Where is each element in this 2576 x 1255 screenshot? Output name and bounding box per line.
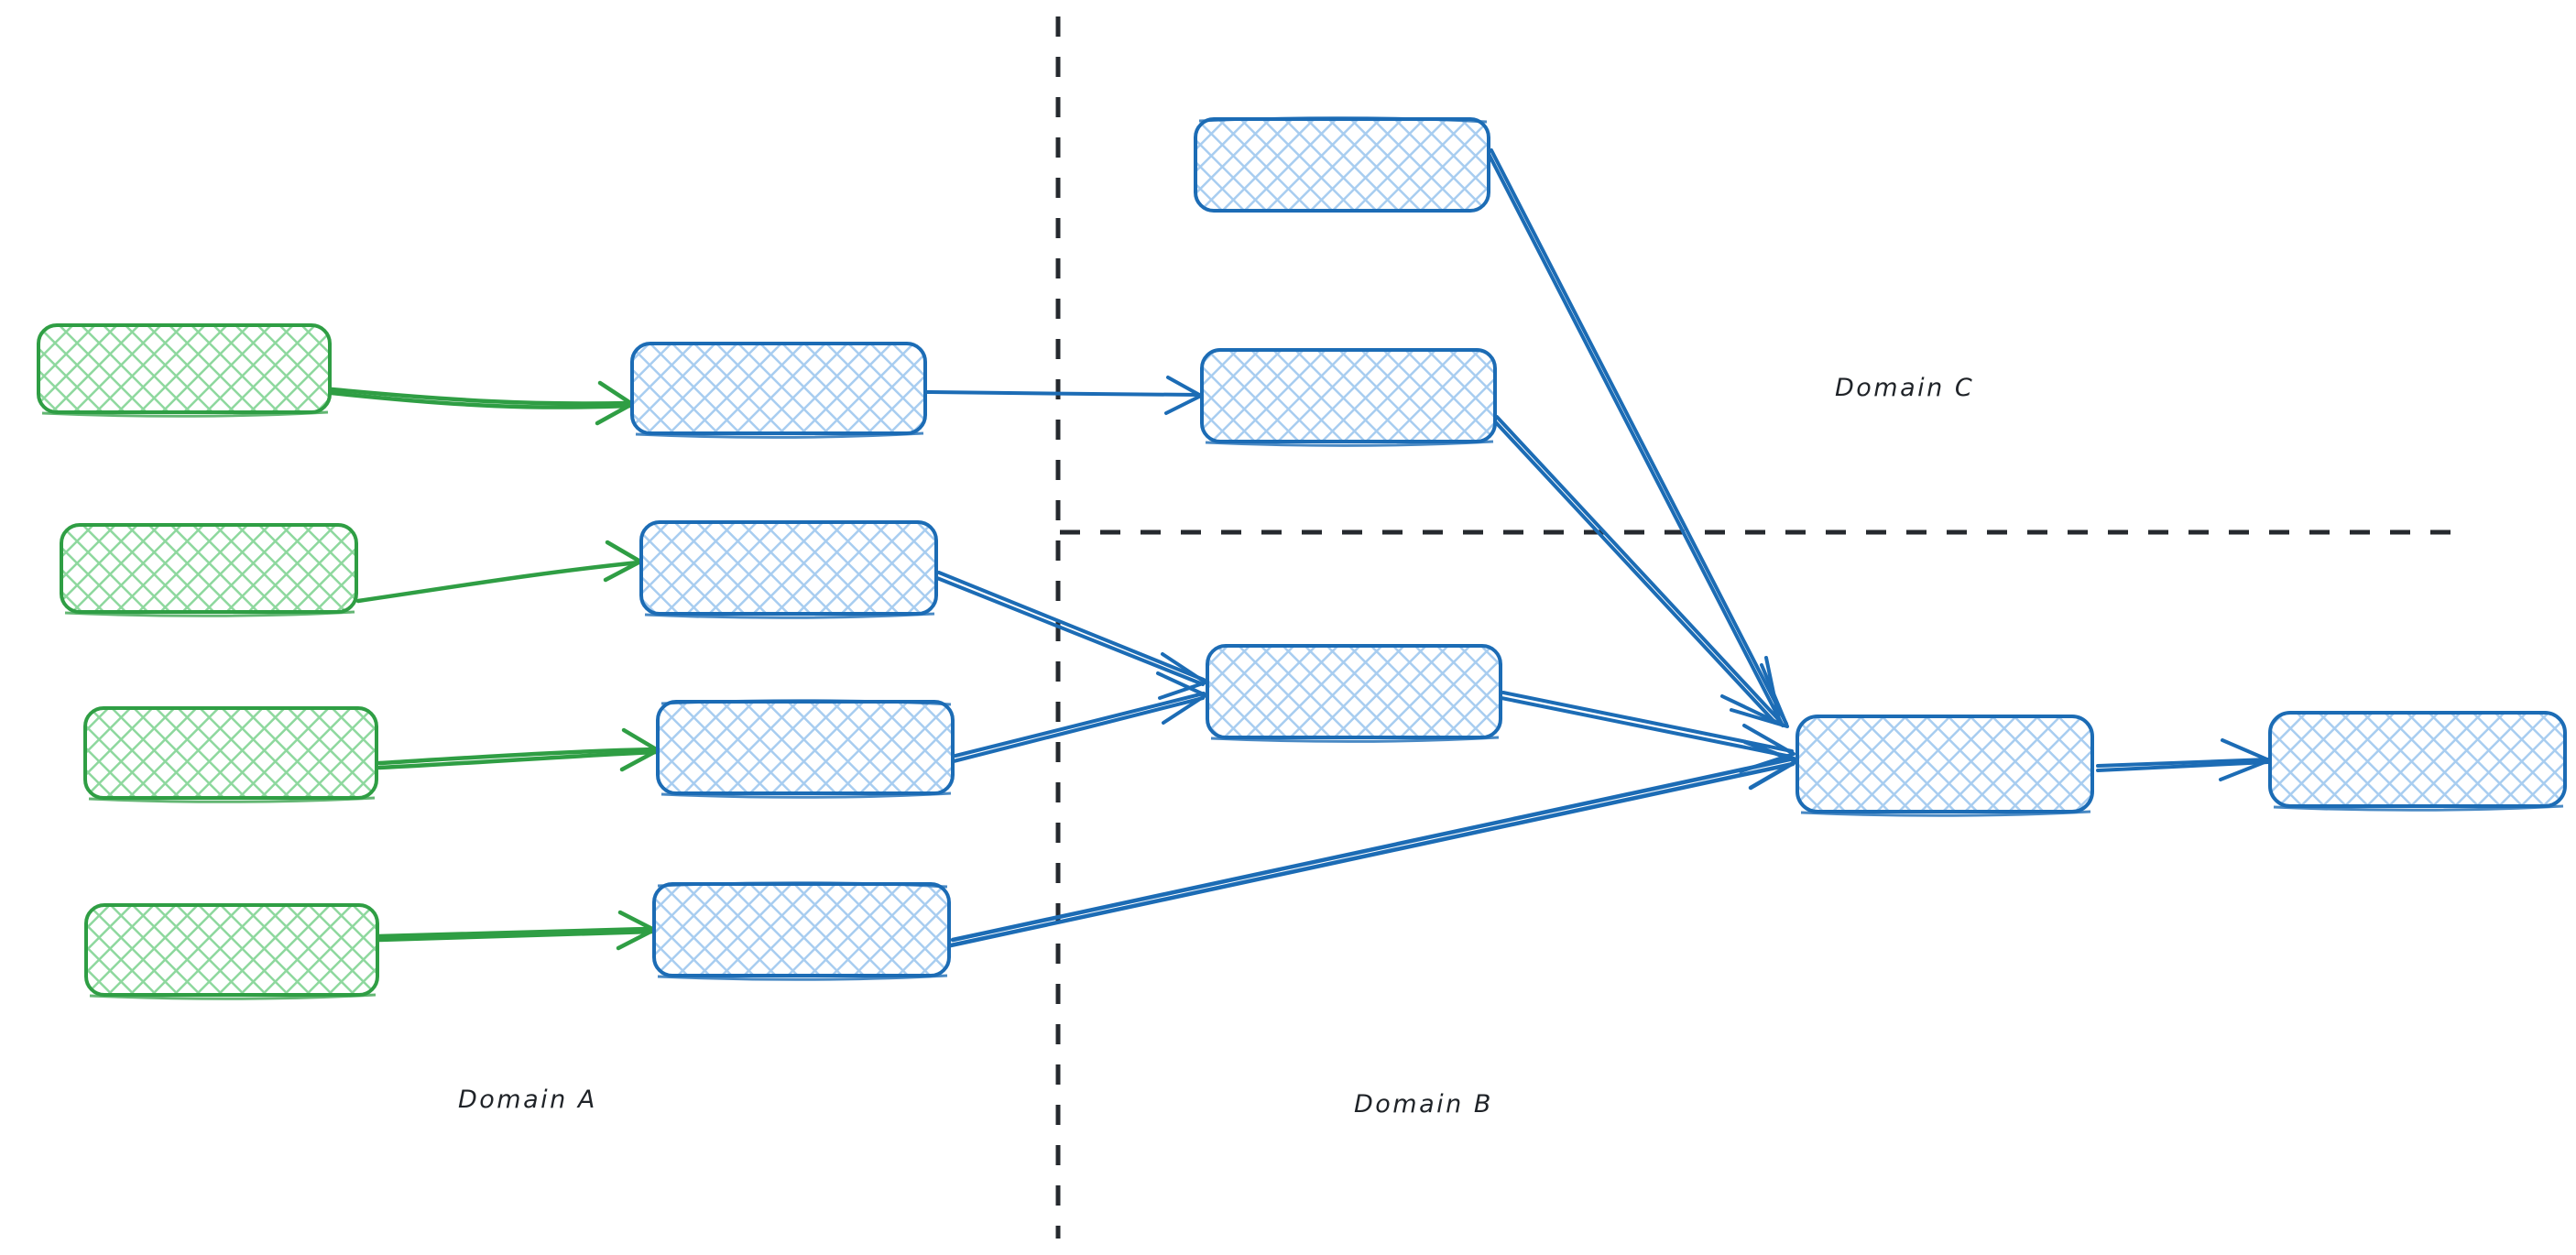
edge-midcenter-hub [1500, 691, 1796, 773]
edge-b2-midcenter [935, 571, 1207, 700]
domain-label-b: Domain B [1354, 1090, 1493, 1119]
edge-b3-midcenter [952, 671, 1207, 763]
node-blue-final[interactable] [2268, 711, 2567, 812]
edge-midupper-hub [1491, 415, 1782, 726]
node-green-1[interactable] [37, 323, 332, 418]
edge-g3-b3 [377, 727, 660, 772]
node-green-3[interactable] [83, 706, 378, 803]
node-blue-top[interactable] [1194, 116, 1490, 213]
node-blue-mid-upper[interactable] [1200, 348, 1497, 447]
edge-hub-final [2096, 738, 2271, 781]
edge-g1-b1 [329, 380, 635, 426]
domain-label-a: Domain A [458, 1086, 597, 1114]
edge-g2-b2 [355, 540, 643, 604]
node-group [37, 116, 2567, 1000]
node-blue-a1[interactable] [630, 342, 927, 439]
node-blue-mid-center[interactable] [1206, 644, 1502, 743]
node-blue-a3[interactable] [656, 699, 955, 799]
edge-b1-midupper [925, 376, 1203, 415]
edge-g4-b4 [377, 910, 657, 951]
edge-b4-hub [948, 739, 1799, 948]
edge-group [329, 148, 2271, 951]
node-blue-hub[interactable] [1796, 715, 2094, 817]
node-green-4[interactable] [84, 903, 379, 1000]
domain-label-c: Domain C [1835, 374, 1975, 402]
node-blue-a2[interactable] [639, 520, 938, 619]
edge-top-hub [1486, 148, 1789, 728]
node-blue-a4[interactable] [652, 881, 951, 981]
node-green-2[interactable] [60, 523, 358, 617]
